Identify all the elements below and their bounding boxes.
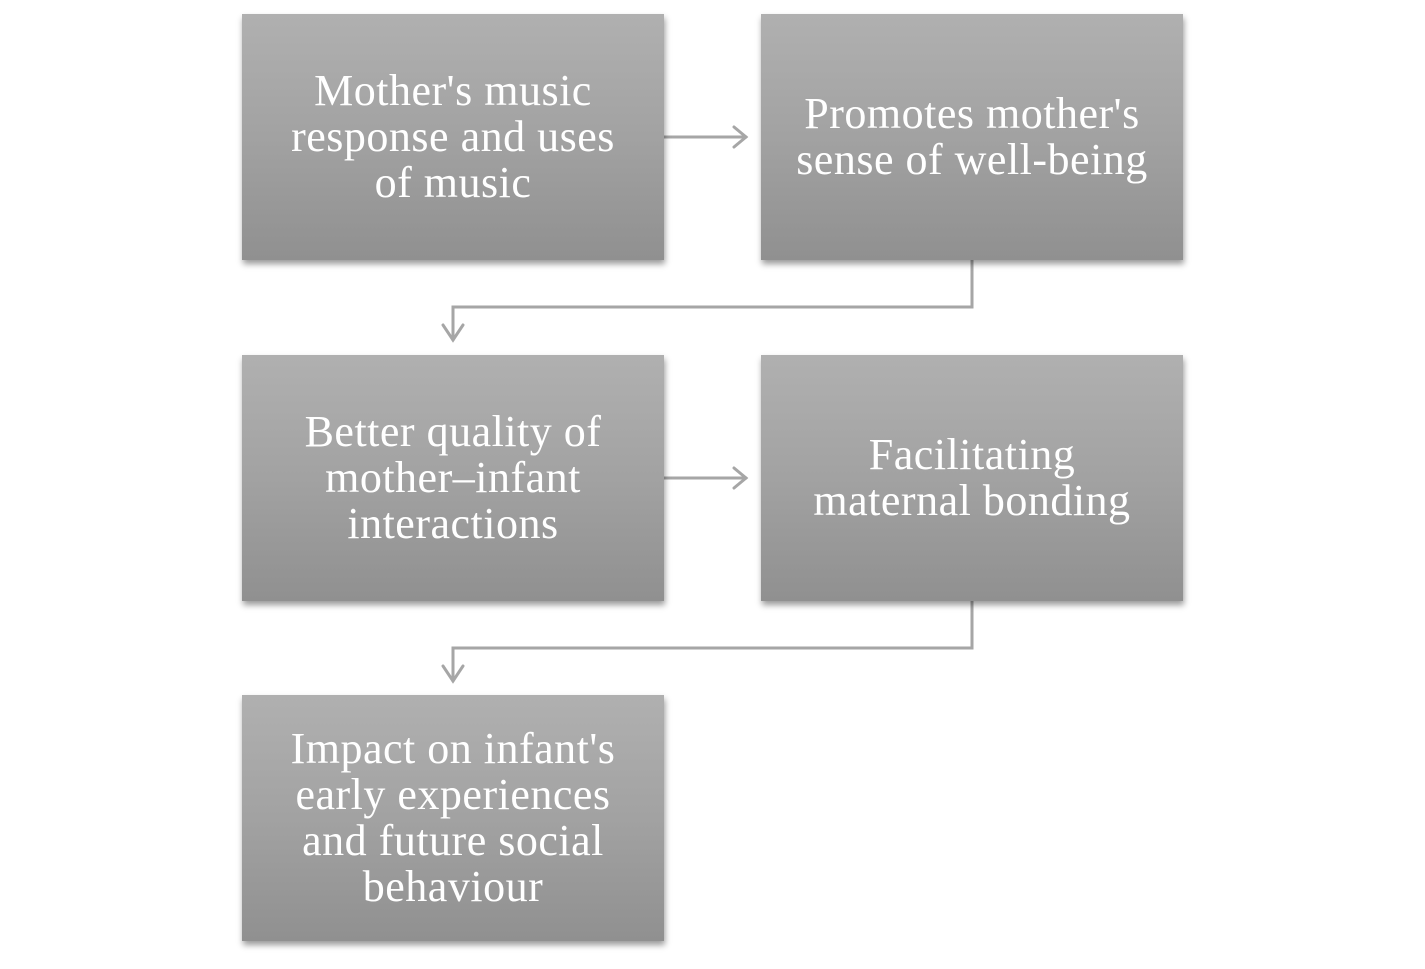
arrow-n1-to-n2 [662,125,749,149]
arrow-n4-to-n5 [441,599,974,684]
node-infant-impact: Impact on infant's early experiences and… [242,695,664,941]
node-mothers-well-being: Promotes mother's sense of well-being [761,14,1183,260]
node-maternal-bonding: Facilitating maternal bonding [761,355,1183,601]
node-label: Better quality of mother–infant interact… [304,407,602,548]
node-label: Promotes mother's sense of well-being [796,89,1148,184]
node-label: Facilitating maternal bonding [813,430,1131,525]
node-mother-infant-interactions: Better quality of mother–infant interact… [242,355,664,601]
node-label: Impact on infant's early experiences and… [290,724,616,911]
node-label: Mother's music response and uses of musi… [291,66,615,207]
node-mothers-music-response: Mother's music response and uses of musi… [242,14,664,260]
arrow-n2-to-n3 [441,258,974,343]
arrow-n3-to-n4 [662,466,749,490]
